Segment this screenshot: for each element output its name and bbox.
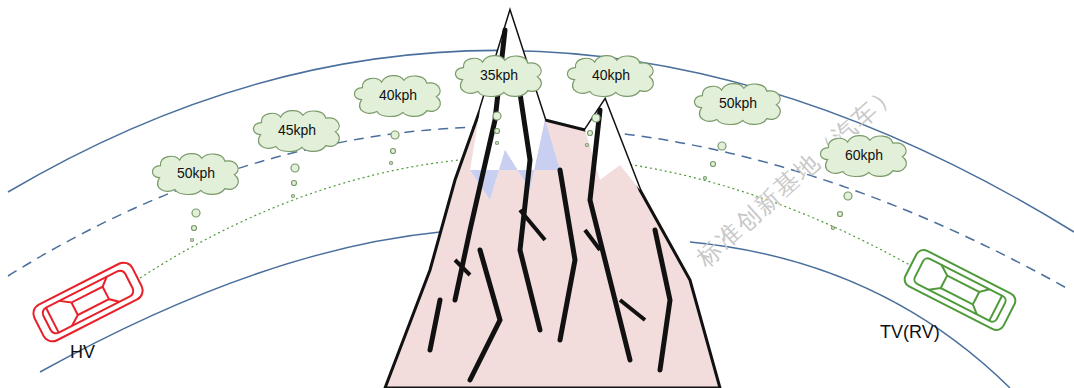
road-edge: [690, 242, 1010, 388]
speed-text: 50kph: [719, 95, 757, 111]
speed-cloud: 50kph: [690, 80, 786, 126]
speed-text: 35kph: [480, 67, 518, 83]
speed-cloud: 45kph: [249, 107, 345, 153]
target-vehicle: [902, 247, 1018, 333]
speed-cloud: 40kph: [563, 52, 659, 98]
speed-cloud: 40kph: [350, 72, 446, 118]
speed-text: 50kph: [177, 165, 215, 181]
mountain: [385, 12, 720, 388]
speed-text: 60kph: [845, 147, 883, 163]
speed-cloud: 50kph: [148, 150, 244, 196]
host-vehicle: [30, 259, 146, 345]
speed-cloud: 60kph: [816, 132, 912, 178]
vehicle-label: TV(RV): [880, 322, 940, 343]
vehicle-label: HV: [70, 342, 95, 363]
speed-text: 45kph: [278, 122, 316, 138]
speed-text: 40kph: [379, 87, 417, 103]
speed-text: 40kph: [592, 67, 630, 83]
speed-cloud: 35kph: [451, 52, 547, 98]
